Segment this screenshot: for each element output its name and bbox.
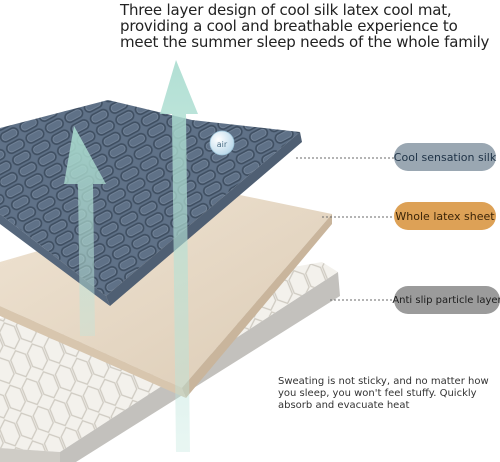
airflow-arrows	[64, 60, 198, 452]
cool-sensation-silk-tag: Cool sensation silk	[394, 143, 496, 171]
anti-slip-particle-layer-tag: Anti slip particle layer	[392, 286, 500, 314]
whole-latex-sheet-tag: Whole latex sheet	[394, 202, 496, 230]
airflow-arrow-right	[160, 60, 198, 452]
leader-lines	[296, 157, 394, 301]
air-bubble-label: air	[217, 140, 228, 149]
caption-text: Sweating is not sticky, and no matter ho…	[278, 376, 489, 411]
airflow-arrow-left	[64, 126, 106, 336]
air-bubble-icon: air	[209, 130, 235, 156]
headline-text: Three layer design of cool silk latex co…	[120, 1, 490, 51]
